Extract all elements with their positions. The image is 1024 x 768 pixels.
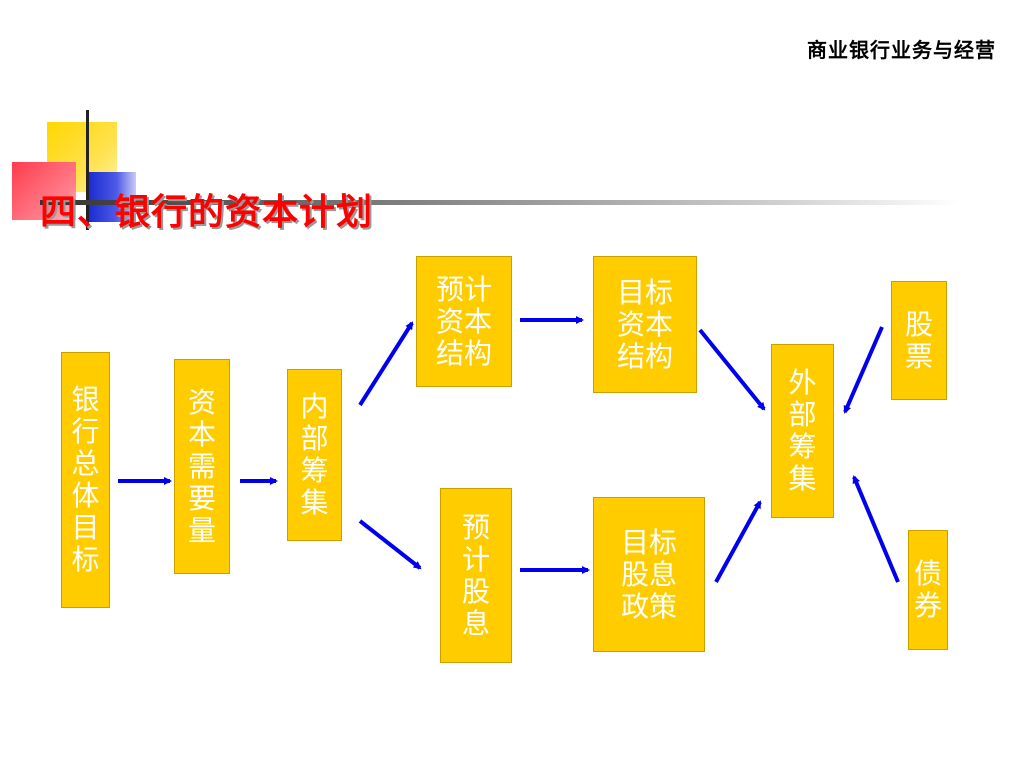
node-overall-goal: 银 行 总 体 目 标 xyxy=(61,352,110,608)
arrow-target-dividend-to-external xyxy=(714,500,762,583)
node-capital-demand: 资 本 需 要 量 xyxy=(174,359,230,574)
node-projected-structure: 预计 资本 结构 xyxy=(416,256,512,387)
title-underline xyxy=(40,200,960,205)
node-target-dividend-policy: 目标 股息 政策 xyxy=(593,497,705,652)
node-external-funding: 外 部 筹 集 xyxy=(771,344,834,518)
arrow-target-structure-to-external xyxy=(698,328,766,411)
arrow-internal-to-projected-dividend xyxy=(358,519,422,570)
node-bonds: 债 券 xyxy=(908,530,948,650)
decorative-vertical-line xyxy=(86,110,89,230)
arrow-stocks-to-external xyxy=(843,326,884,414)
node-target-structure: 目标 资本 结构 xyxy=(593,256,697,393)
arrow-bonds-to-external xyxy=(852,475,900,583)
decorative-red-square xyxy=(12,162,76,220)
node-projected-dividend: 预 计 股 息 xyxy=(440,488,512,663)
arrow-internal-to-projected-structure xyxy=(358,321,414,407)
decorative-blue-square xyxy=(88,172,136,222)
node-stocks: 股 票 xyxy=(891,281,947,400)
node-internal-funding: 内 部 筹 集 xyxy=(287,369,342,541)
slide-title: 四、银行的资本计划 xyxy=(40,192,374,233)
course-title: 商业银行业务与经营 xyxy=(807,38,996,62)
